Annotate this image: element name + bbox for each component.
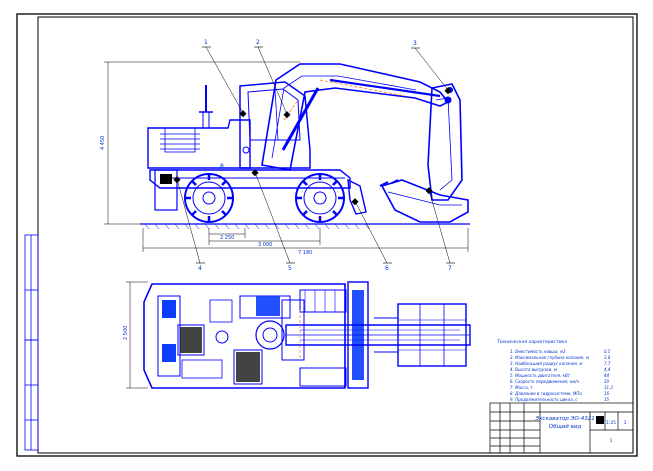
callout-5: 5: [288, 265, 292, 272]
callout-6: 6: [385, 265, 389, 272]
spec-label-4: 4. Высота выгрузки, м: [510, 367, 557, 372]
plan-bucket: [397, 303, 467, 367]
dim-wheel-base: 3 000: [258, 242, 272, 248]
plan-boom: [285, 324, 471, 346]
dim-plan-width: 2 500: [123, 326, 129, 340]
spec-label-8: 8. Давление в гидросистеме, МПа: [510, 391, 582, 396]
spec-value-8: 16: [604, 391, 610, 396]
title-name-line2: Общий вид: [549, 424, 582, 430]
spec-value-7: 11,3: [604, 385, 613, 390]
spec-value-1: 0,5: [604, 349, 611, 354]
spec-label-6: 6. Скорость передвижения, км/ч: [510, 379, 580, 384]
specs-title: Техническая характеристика: [497, 339, 567, 345]
callout-4: 4: [198, 265, 202, 272]
title-block: [489, 402, 634, 454]
tank-block-hatched: [233, 349, 263, 385]
spec-label-2: 2. Максимальная глубина копания, м: [510, 355, 589, 360]
callout-leaders: [176, 46, 451, 264]
spec-value-9: 15: [604, 397, 610, 402]
dim-track-small: 2 250: [220, 235, 234, 241]
spec-value-5: 44: [604, 373, 610, 378]
callout-7: 7: [448, 265, 452, 272]
spec-label-7: 7. Масса, т: [510, 385, 533, 390]
operator-cab: [239, 81, 311, 169]
callout-8: 8: [220, 163, 224, 170]
callout-2: 2: [256, 39, 260, 46]
spec-label-9: 9. Продолжительность цикла, с: [510, 397, 578, 402]
callout-numbers: 1 2 3 4 5 6 7 8: [198, 39, 452, 272]
title-scale: 1:25: [606, 420, 616, 426]
excavator-side-view: [140, 63, 470, 230]
title-name-line1: Экскаватор ЭО-4321: [534, 416, 594, 422]
outer-frame: [16, 13, 638, 457]
title-sheets: 1: [610, 438, 613, 444]
rear-wheel: [295, 173, 345, 223]
callout-tick-marks: [196, 46, 455, 264]
front-wheel: [184, 173, 234, 223]
callout-3: 3: [413, 40, 417, 47]
callout-1: 1: [204, 39, 208, 46]
bucket: [380, 179, 469, 223]
dipper-arm: [427, 83, 463, 201]
spec-value-3: 7,7: [604, 361, 611, 366]
title-sheet: 1: [624, 420, 627, 426]
excavator-plan-view: [143, 281, 471, 389]
boom: [261, 63, 450, 171]
spec-label-1: 1. Вместимость ковша, м3: [510, 349, 566, 354]
spec-label-3: 3. Наибольший радиус копания, м: [510, 361, 582, 366]
dimension-lines: [104, 61, 469, 389]
spec-value-2: 3,8: [604, 355, 611, 360]
dim-overall-length: 7 180: [298, 250, 312, 256]
dim-overall-height: 4 450: [100, 136, 106, 150]
technical-specs: Техническая характеристика 1. Вместимост…: [497, 339, 613, 402]
boom-cylinder: [281, 87, 320, 151]
engine-block-hatched: [177, 324, 205, 356]
spec-value-4: 4,4: [604, 367, 611, 372]
chassis-frame: [149, 169, 351, 189]
plan-body-outline: [143, 283, 346, 389]
spec-value-6: 20: [604, 379, 610, 384]
spec-label-5: 5. Мощность двигателя, кВт: [510, 373, 571, 378]
engine-housing: [147, 119, 251, 169]
left-margin-stamp: [24, 234, 39, 451]
